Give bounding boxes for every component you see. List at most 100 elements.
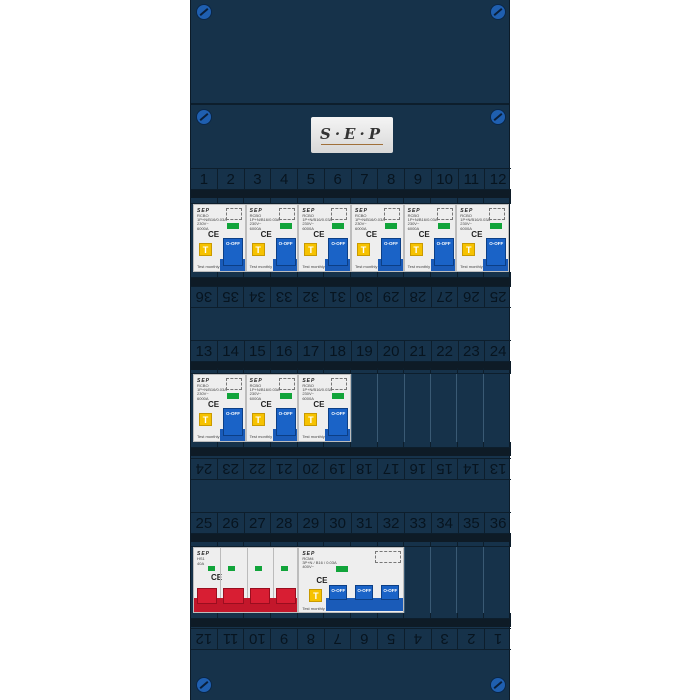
slot-number: 20: [378, 340, 405, 362]
rating-label: 1P+N/B16/0.03A: [354, 217, 385, 222]
test-button[interactable]: T: [304, 413, 318, 426]
status-indicator: [490, 223, 503, 229]
slot-number: 28: [271, 512, 298, 534]
type-label: RCBO: [249, 383, 262, 388]
test-button[interactable]: T: [409, 243, 423, 256]
screw-icon: [196, 4, 212, 20]
rail-strip: [191, 368, 512, 374]
breaker-toggle[interactable]: O-OFF: [355, 585, 374, 600]
breaker-toggle[interactable]: O-OFF: [433, 238, 454, 266]
test-button[interactable]: T: [199, 413, 212, 426]
capacity-label: 6000A: [302, 226, 314, 231]
test-button[interactable]: T: [356, 243, 370, 256]
breaker-toggle[interactable]: O-OFF: [275, 238, 296, 266]
slot-number: 9: [405, 168, 432, 190]
slot-number: 5: [377, 628, 404, 650]
status-indicator: [332, 223, 345, 229]
voltage-label: 230V~: [197, 391, 209, 396]
test-instruction: Test monthly: [249, 434, 273, 439]
rail-strip: [191, 442, 512, 448]
blank-slot-divider: [482, 374, 484, 442]
breaker-toggle[interactable]: O-OFF: [328, 238, 349, 266]
type-label: RCBO: [249, 213, 262, 218]
slot-number: 13: [484, 458, 511, 480]
slot-number: 20: [297, 458, 324, 480]
breaker-toggle[interactable]: O-OFF: [328, 408, 349, 436]
slot-number: 14: [457, 458, 485, 480]
slot-number: 10: [243, 628, 271, 650]
test-button[interactable]: T: [309, 589, 323, 602]
breaker-toggle[interactable]: O-OFF: [486, 238, 507, 266]
slot-number: 21: [405, 340, 432, 362]
switch-toggle[interactable]: [197, 588, 218, 604]
slot-number: 13: [191, 340, 218, 362]
test-instruction: Test monthly: [302, 264, 325, 269]
breaker-toggle[interactable]: O-OFF: [380, 238, 401, 266]
slot-number: 3: [244, 168, 272, 190]
slot-number: 12: [485, 168, 511, 190]
slot-number: 34: [243, 286, 271, 308]
status-indicator: [332, 393, 345, 399]
blank-slot-divider: [456, 374, 458, 442]
switch-toggle[interactable]: [249, 588, 270, 604]
breaker-toggle[interactable]: O-OFF: [275, 408, 296, 436]
test-button[interactable]: T: [251, 243, 265, 256]
switch-toggle[interactable]: [223, 588, 244, 604]
type-label: RCBO: [354, 213, 367, 218]
ce-mark: CE: [471, 230, 483, 239]
brand-label: SEP: [197, 208, 211, 214]
test-button[interactable]: T: [304, 243, 318, 256]
slot-number: 16: [271, 340, 298, 362]
circuit-diagram: [436, 208, 453, 220]
rail-strip: [191, 198, 512, 204]
test-button[interactable]: T: [462, 243, 476, 256]
slot-number: 3: [430, 628, 458, 650]
voltage-label: 230V~: [197, 221, 209, 226]
switch-toggle[interactable]: [275, 588, 297, 604]
test-button[interactable]: T: [251, 413, 265, 426]
slot-number: 17: [377, 458, 404, 480]
slot-number: 23: [458, 340, 486, 362]
ce-mark: CE: [418, 230, 430, 239]
test-instruction: Test monthly: [354, 264, 378, 269]
breaker-toggle[interactable]: O-OFF: [329, 585, 348, 600]
status-indicator: [228, 566, 236, 571]
slot-number: 8: [297, 628, 324, 650]
screw-icon: [490, 677, 506, 693]
blank-slot-divider: [429, 374, 431, 442]
breaker-toggle[interactable]: O-OFF: [223, 238, 243, 266]
slot-number: 25: [484, 286, 511, 308]
brand-label: SEP: [407, 208, 421, 214]
breaker-toggle[interactable]: O-OFF: [381, 585, 400, 600]
slot-number: 4: [404, 628, 431, 650]
screw-icon: [490, 109, 506, 125]
slot-number: 25: [191, 512, 218, 534]
capacity-label: 6000A: [249, 226, 262, 231]
slot-number: 16: [404, 458, 431, 480]
capacity-label: 6000A: [197, 396, 209, 401]
slot-number: 22: [431, 340, 459, 362]
status-indicator: [384, 223, 397, 229]
status-indicator: [227, 393, 239, 399]
slot-number: 23: [216, 458, 244, 480]
rating-label: 1P+N/B16/0.03A: [197, 217, 227, 222]
test-button[interactable]: T: [199, 243, 212, 256]
rail-band: [191, 278, 511, 286]
voltage-label: 230V~: [302, 221, 314, 226]
slot-number: 7: [351, 168, 379, 190]
breaker-toggle[interactable]: O-OFF: [223, 408, 243, 436]
status-indicator: [254, 566, 262, 571]
voltage-label: 400V~: [302, 564, 314, 569]
blank-slot-divider: [456, 547, 458, 613]
slot-number: 6: [350, 628, 378, 650]
